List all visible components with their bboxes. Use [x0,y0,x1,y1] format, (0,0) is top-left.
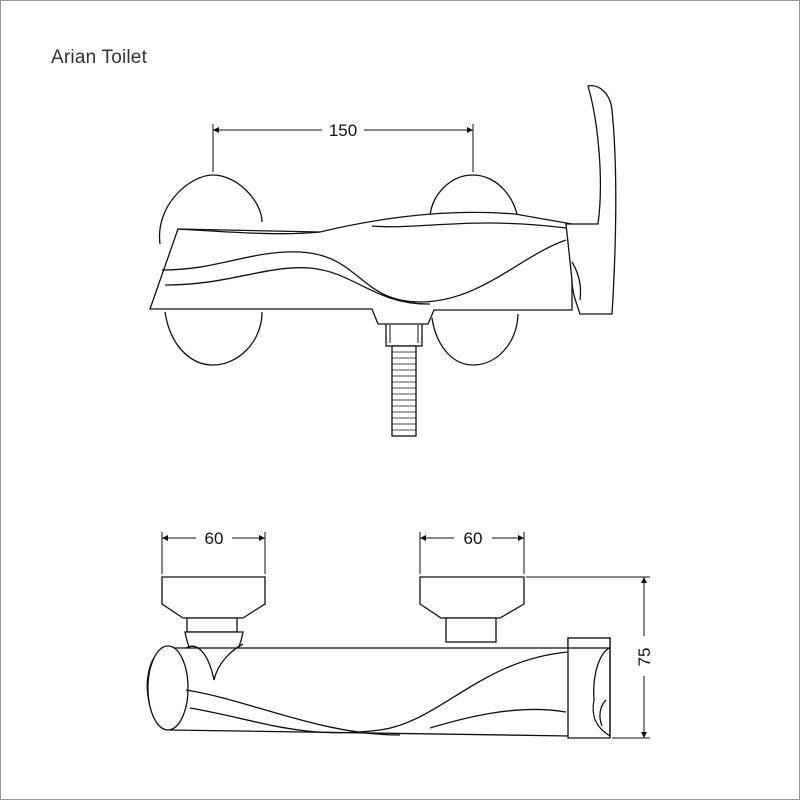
mixer-body-top [149,211,573,325]
right-connector [419,576,525,619]
product-title: Arian Toilet [51,47,148,68]
front-view: 60 60 75 [146,529,654,739]
lever-handle-top [565,85,617,315]
dim-left-width: 60 [205,529,224,548]
thread-lines [392,351,416,431]
top-view: 150 [149,85,617,437]
right-rosette [429,174,519,223]
outlet-thread [391,345,417,437]
dim-right-width: 60 [464,529,483,548]
left-rosette [158,174,263,245]
mixer-body-front [146,647,571,737]
dim-spacing: 150 [329,121,357,140]
dim-height: 75 [635,648,654,667]
left-connector [161,576,266,619]
right-rosette-lower [431,313,519,366]
outlet-nut [385,321,423,347]
left-rosette-lower [164,311,263,366]
